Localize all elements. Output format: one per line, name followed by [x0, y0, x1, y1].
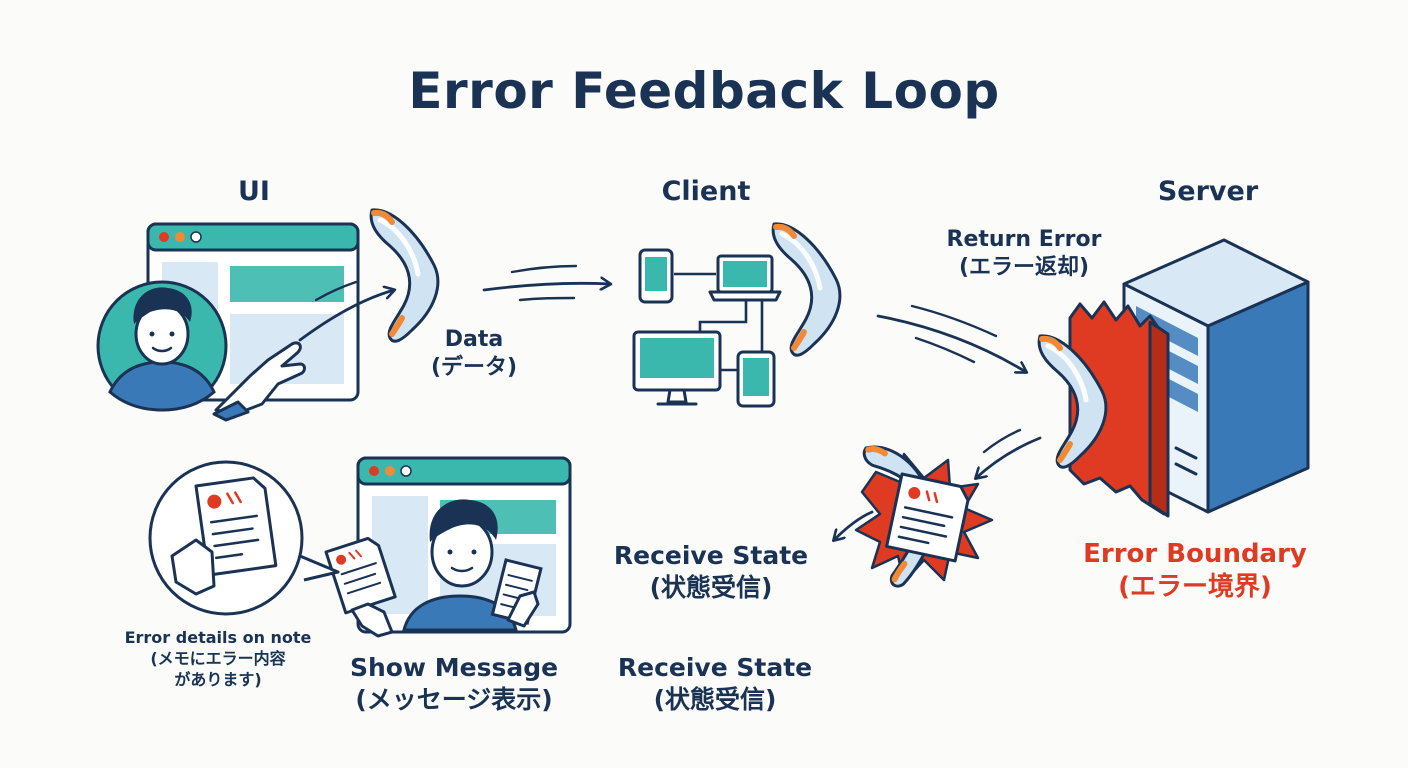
label-return-error: Return Error (エラー返却): [924, 226, 1124, 282]
label-receive-state-2-en: Receive State: [617, 653, 813, 682]
network-devices-icon: [632, 248, 782, 408]
motion-arrow: [298, 290, 394, 342]
hand-icon: [350, 602, 394, 638]
flow-arrow-to-server: [876, 314, 1026, 372]
motion-line: [314, 280, 358, 302]
flow-arrow-to-client: [482, 283, 610, 292]
label-error-boundary: Error Boundary (エラー境界): [1072, 538, 1318, 605]
motion-line: [914, 336, 976, 364]
person-reading-avatar-icon: [402, 499, 543, 632]
flow-arrow-back: [976, 436, 1042, 478]
page-title: Error Feedback Loop: [408, 62, 1000, 120]
label-show-message: Show Message (メッセージ表示): [334, 652, 574, 716]
column-heading-client: Client: [661, 176, 751, 207]
motion-line: [518, 296, 576, 302]
motion-line: [910, 304, 998, 338]
label-error-note: Error details on note (メモにエラー内容 があります): [108, 628, 328, 690]
label-error-boundary-jp: (エラー境界): [1118, 572, 1272, 603]
label-data-en: Data: [444, 327, 504, 352]
label-show-message-jp: (メッセージ表示): [355, 685, 553, 714]
boomerang-icon: [773, 224, 840, 355]
label-error-note-line2: (メモにエラー内容: [150, 648, 286, 668]
flow-arrow-to-receive: [834, 510, 874, 540]
column-heading-server: Server: [1157, 176, 1259, 207]
label-error-boundary-en: Error Boundary: [1083, 539, 1307, 569]
column-heading-ui: UI: [238, 176, 270, 207]
label-receive-state-1-en: Receive State: [613, 541, 809, 570]
label-receive-state-2-jp: (状態受信): [653, 685, 777, 714]
error-note-icon: [885, 472, 970, 563]
motion-line: [510, 264, 578, 274]
firewall-wall-icon: [1068, 300, 1170, 518]
error-note-icon: [324, 536, 397, 615]
label-data: Data (データ): [404, 326, 544, 382]
boomerang-icon: [371, 210, 438, 341]
label-return-error-en: Return Error: [946, 227, 1102, 252]
label-show-message-en: Show Message: [349, 653, 559, 682]
magnified-note-bubble-icon: [148, 460, 340, 616]
label-receive-state-2: Receive State (状態受信): [600, 652, 830, 716]
label-error-note-line1: Error details on note: [124, 628, 312, 647]
label-receive-state-1: Receive State (状態受信): [596, 540, 826, 604]
label-error-note-line3: があります): [174, 669, 262, 689]
label-receive-state-1-jp: (状態受信): [649, 573, 773, 602]
motion-line: [982, 428, 1022, 454]
ui-person-avatar-icon: [96, 280, 306, 422]
label-data-jp: (データ): [430, 355, 518, 381]
label-return-error-jp: (エラー返却): [958, 255, 1090, 281]
